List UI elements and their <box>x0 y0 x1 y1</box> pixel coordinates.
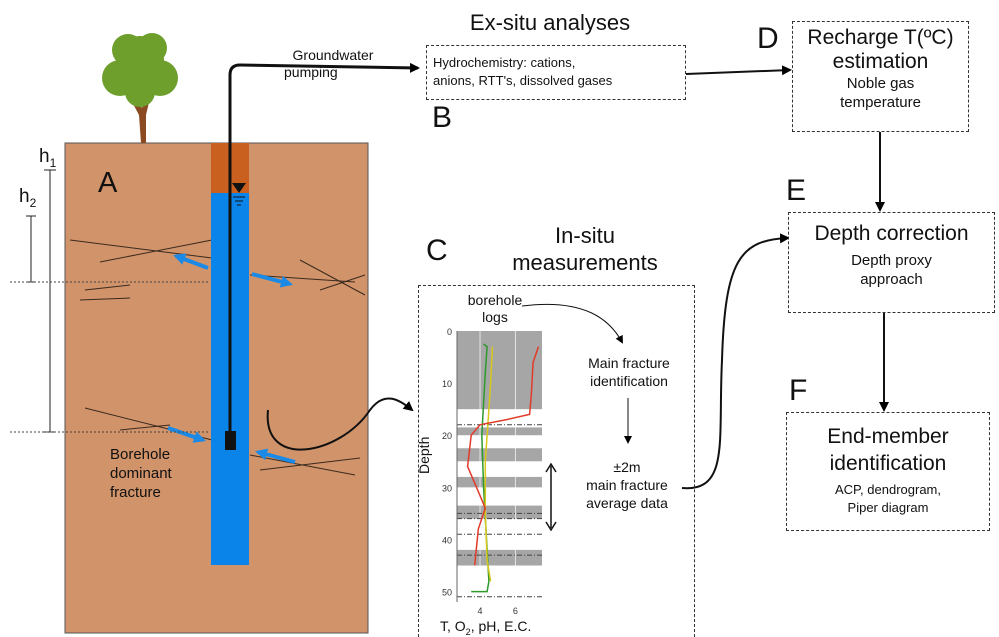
panel-e-letter: E <box>786 174 807 207</box>
panel-f-line1: ACP, dendrogram, <box>835 482 941 497</box>
panel-c-letter: C <box>426 234 448 267</box>
panel-b-box: Hydrochemistry: cations, anions, RTT's, … <box>426 45 686 100</box>
chart-ytick: 40 <box>442 535 452 545</box>
panel-c-title: In-situ measurements <box>470 222 700 276</box>
panel-a-letter: A <box>98 167 118 199</box>
panel-f-line2: Piper diagram <box>847 500 929 515</box>
flow-arrows <box>167 253 296 464</box>
panel-e-line1: Depth proxy <box>851 252 932 269</box>
h1-label: h1 <box>39 146 57 170</box>
chart-band <box>457 476 542 488</box>
arrow-borehole-to-c <box>266 397 414 451</box>
chart-series-line <box>466 346 540 566</box>
arrow-b-to-d <box>685 65 792 76</box>
tree-icon <box>102 33 178 143</box>
chart-band <box>457 549 542 566</box>
pump-tube <box>228 62 420 440</box>
panel-d-line2: estimation <box>832 50 929 73</box>
fracture-lines <box>69 239 366 476</box>
h2-label: h2 <box>19 186 37 210</box>
chart-band <box>457 505 542 519</box>
chart-ylabel: Depth <box>416 436 432 474</box>
chart-xtick: 6 <box>513 606 518 616</box>
chart-band <box>457 331 542 410</box>
panel-e-line2: approach <box>860 271 923 288</box>
borehole-log-chart: 0 10 20 30 40 50 4 6 <box>442 327 542 616</box>
arrow-c-to-e <box>681 233 790 490</box>
chart-ytick: 50 <box>442 588 452 598</box>
pumping-label: Groundwater pumping <box>284 47 374 80</box>
pump <box>225 431 236 450</box>
panel-d-line3: Noble gas <box>846 75 915 92</box>
panel-d-line4: temperature <box>840 94 921 111</box>
panel-d-line1: Recharge T(ºC) <box>807 26 954 49</box>
chart-ytick: 10 <box>442 379 452 389</box>
chart-series-line <box>484 346 494 582</box>
panel-b-text-1: Hydrochemistry: cations, <box>433 55 576 70</box>
panel-f-box: End-member identification ACP, dendrogra… <box>786 412 990 531</box>
panel-d-letter: D <box>757 22 779 55</box>
chart-xlabel: T, O2, pH, E.C. <box>440 618 532 637</box>
chart-band <box>457 427 542 436</box>
range-arrow <box>545 462 557 532</box>
panel-c-box <box>418 285 695 637</box>
chart-ytick: 0 <box>447 327 452 337</box>
water-table-marker <box>232 183 246 193</box>
chart-series-line <box>471 343 490 593</box>
panel-f-title-2: identification <box>829 452 947 475</box>
panel-b-title: Ex-situ analyses <box>469 10 631 35</box>
step-average: ±2m main fracture average data <box>586 459 668 511</box>
panel-e-box: Depth correction Depth proxy approach <box>788 212 995 313</box>
arrow-logs-to-step1 <box>521 303 623 344</box>
panel-d-box: Recharge T(ºC) estimation Noble gas temp… <box>792 21 969 132</box>
chart-band <box>457 448 542 462</box>
panel-b-letter: B <box>432 101 453 134</box>
borehole-logs-label: borehole logs <box>467 292 523 325</box>
panel-f-title-1: End-member <box>827 425 949 448</box>
chart-ytick: 30 <box>442 483 452 493</box>
panel-b-text-2: anions, RTT's, dissolved gases <box>433 73 613 88</box>
chart-xtick: 4 <box>478 606 483 616</box>
panel-f-letter: F <box>789 374 808 407</box>
panel-c-title-1: In-situ <box>555 223 615 248</box>
fracture-label: Borehole dominant fracture <box>110 446 172 501</box>
step-main-fracture: Main fracture identification <box>588 355 670 389</box>
panel-e-title: Depth correction <box>814 222 969 245</box>
chart-ytick: 20 <box>442 431 452 441</box>
panel-c-title-2: measurements <box>512 250 658 275</box>
